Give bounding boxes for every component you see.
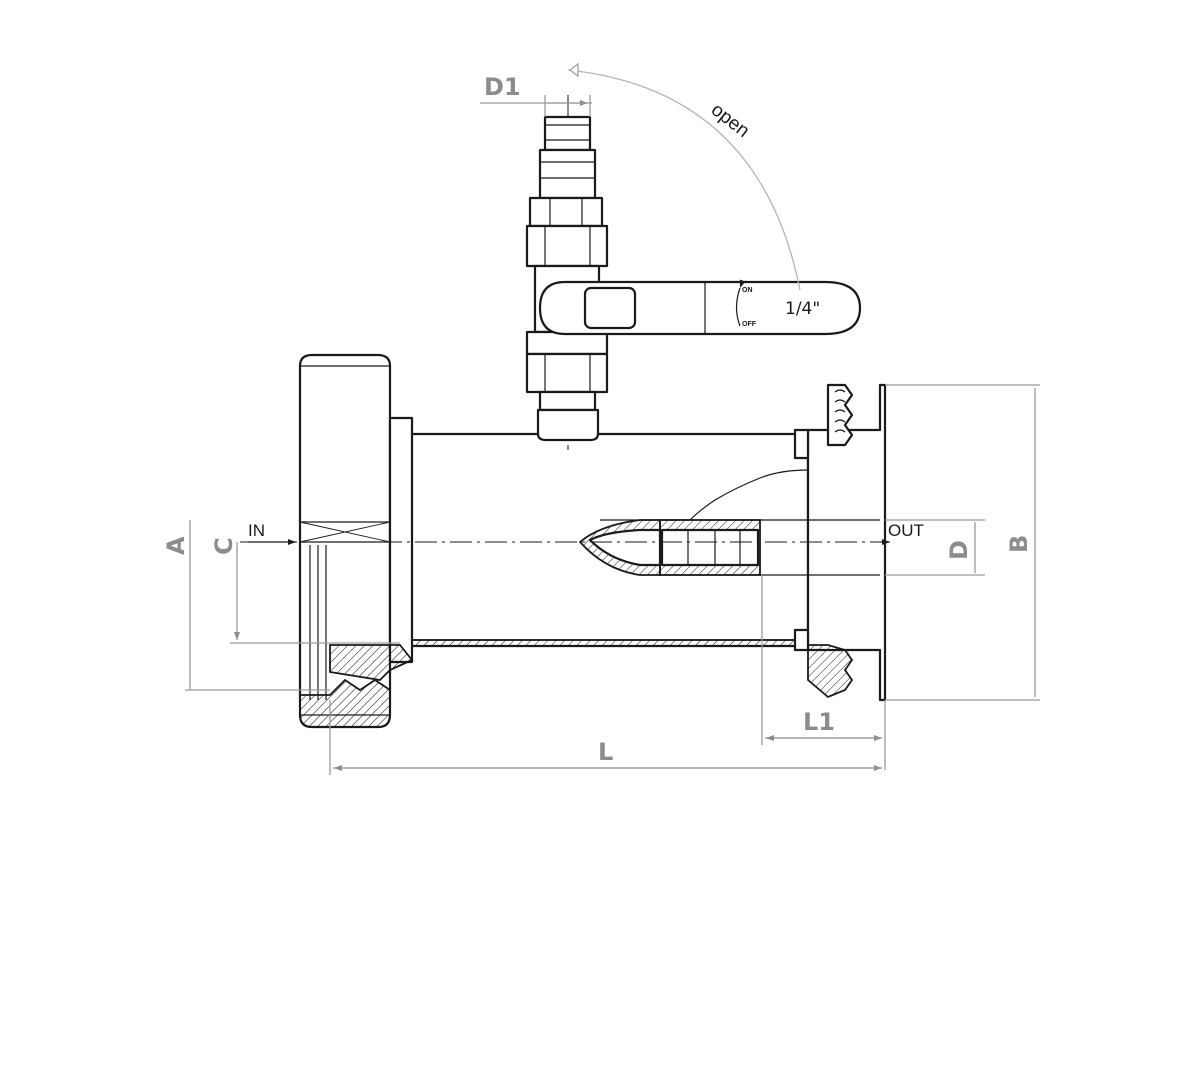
dim-label-d: D bbox=[945, 540, 973, 560]
dim-label-d1: D1 bbox=[484, 73, 521, 101]
dim-label-c: C bbox=[210, 537, 238, 555]
arc-arrowhead bbox=[569, 62, 579, 78]
dim-label-b: B bbox=[1005, 535, 1033, 553]
dimension-lines bbox=[185, 95, 1040, 775]
inlet-label: IN bbox=[248, 521, 265, 540]
internal-nozzle bbox=[578, 519, 761, 576]
valve-size-label: 1/4" bbox=[785, 299, 820, 319]
dim-label-l1: L1 bbox=[803, 708, 835, 736]
dim-label-a: A bbox=[162, 536, 190, 555]
valve-assembly bbox=[525, 115, 862, 442]
valve-off-label: OFF bbox=[742, 321, 757, 328]
outlet-label: OUT bbox=[888, 521, 924, 540]
open-label: open bbox=[707, 99, 753, 142]
open-rotation-arc bbox=[567, 69, 801, 291]
valve-on-label: ON bbox=[742, 287, 753, 294]
dim-label-l: L bbox=[598, 738, 613, 766]
inlet-union-nut bbox=[298, 353, 414, 729]
